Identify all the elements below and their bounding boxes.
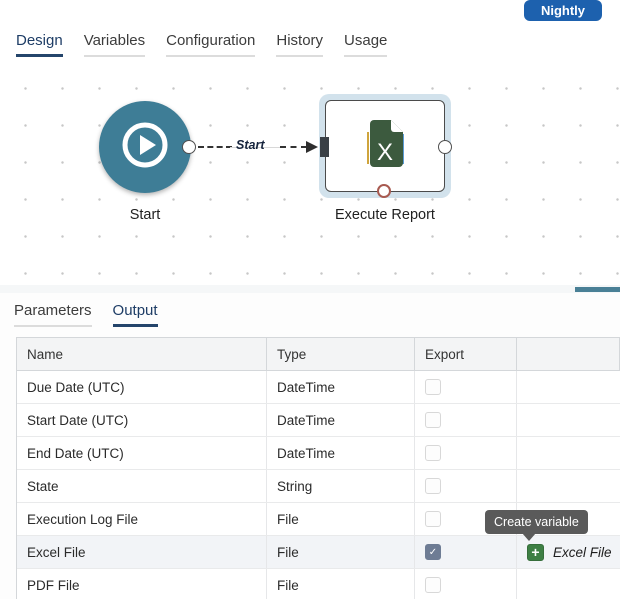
row-name: PDF File <box>17 569 267 599</box>
tab-configuration[interactable]: Configuration <box>166 32 256 57</box>
table-row[interactable]: PDF File File <box>17 569 620 599</box>
create-variable-tooltip: Create variable <box>485 510 588 534</box>
export-checkbox[interactable] <box>425 577 441 593</box>
row-name: End Date (UTC) <box>17 437 267 469</box>
row-type: DateTime <box>267 437 415 469</box>
export-checkbox[interactable] <box>425 412 441 428</box>
row-type: File <box>267 569 415 599</box>
row-name: State <box>17 470 267 502</box>
play-icon <box>120 120 170 175</box>
connector-line <box>280 146 307 148</box>
export-checkbox[interactable] <box>425 511 441 527</box>
export-checkbox[interactable] <box>425 445 441 461</box>
row-type: File <box>267 503 415 535</box>
row-type: DateTime <box>267 371 415 403</box>
svg-text:X: X <box>376 139 392 166</box>
execute-input-port[interactable] <box>320 137 329 157</box>
table-row[interactable]: Start Date (UTC) DateTime <box>17 404 620 437</box>
tab-output[interactable]: Output <box>112 302 158 327</box>
execute-error-port[interactable] <box>377 184 391 198</box>
canvas-edge-strip <box>0 285 620 293</box>
tab-usage[interactable]: Usage <box>344 32 388 57</box>
table-header-row: Name Type Export <box>17 338 620 371</box>
tab-parameters[interactable]: Parameters <box>14 302 92 327</box>
output-table: Name Type Export Due Date (UTC) DateTime… <box>16 337 620 599</box>
execute-output-port[interactable] <box>438 140 452 154</box>
export-checkbox[interactable] <box>425 379 441 395</box>
action-label: Excel File <box>553 544 612 560</box>
tab-variables[interactable]: Variables <box>83 32 146 57</box>
row-type: String <box>267 470 415 502</box>
bottom-tab-bar: Parameters Output <box>14 302 158 327</box>
start-output-port[interactable] <box>182 140 196 154</box>
execute-report-node[interactable]: X <box>325 100 445 192</box>
column-header-export: Export <box>415 338 517 370</box>
column-header-extra <box>517 338 620 370</box>
tooltip-arrow-icon <box>522 533 536 541</box>
table-row[interactable]: Due Date (UTC) DateTime <box>17 371 620 404</box>
top-tab-bar: Design Variables Configuration History U… <box>16 32 388 57</box>
canvas-horizontal-scrollbar[interactable] <box>575 287 620 292</box>
execute-node-label: Execute Report <box>335 207 435 223</box>
table-row[interactable]: State String <box>17 470 620 503</box>
row-type: File <box>267 536 415 568</box>
row-name: Start Date (UTC) <box>17 404 267 436</box>
row-action: + Excel File <box>527 543 612 561</box>
create-variable-plus-icon[interactable]: + <box>527 543 544 561</box>
tab-history[interactable]: History <box>276 32 324 57</box>
row-name: Execution Log File <box>17 503 267 535</box>
connector-label: Start <box>236 138 265 152</box>
column-header-type: Type <box>267 338 415 370</box>
connector-line <box>198 146 232 148</box>
table-body: Due Date (UTC) DateTime Start Date (UTC)… <box>17 371 620 599</box>
nightly-build-button[interactable]: Nightly <box>524 0 602 21</box>
connector-label-line <box>230 147 282 148</box>
export-checkbox[interactable]: ✓ <box>425 544 441 560</box>
workflow-canvas[interactable]: Start X Start Execute Report <box>0 60 620 285</box>
start-node-label: Start <box>129 207 161 223</box>
row-name: Excel File <box>17 536 267 568</box>
row-name: Due Date (UTC) <box>17 371 267 403</box>
export-checkbox[interactable] <box>425 478 441 494</box>
connector-arrowhead-icon <box>306 141 318 153</box>
start-node[interactable] <box>99 101 191 193</box>
column-header-name: Name <box>17 338 267 370</box>
table-row[interactable]: End Date (UTC) DateTime <box>17 437 620 470</box>
excel-file-icon: X <box>365 118 406 174</box>
tab-design[interactable]: Design <box>16 32 63 57</box>
row-type: DateTime <box>267 404 415 436</box>
table-row[interactable]: Excel File File ✓ + Excel File <box>17 536 620 569</box>
